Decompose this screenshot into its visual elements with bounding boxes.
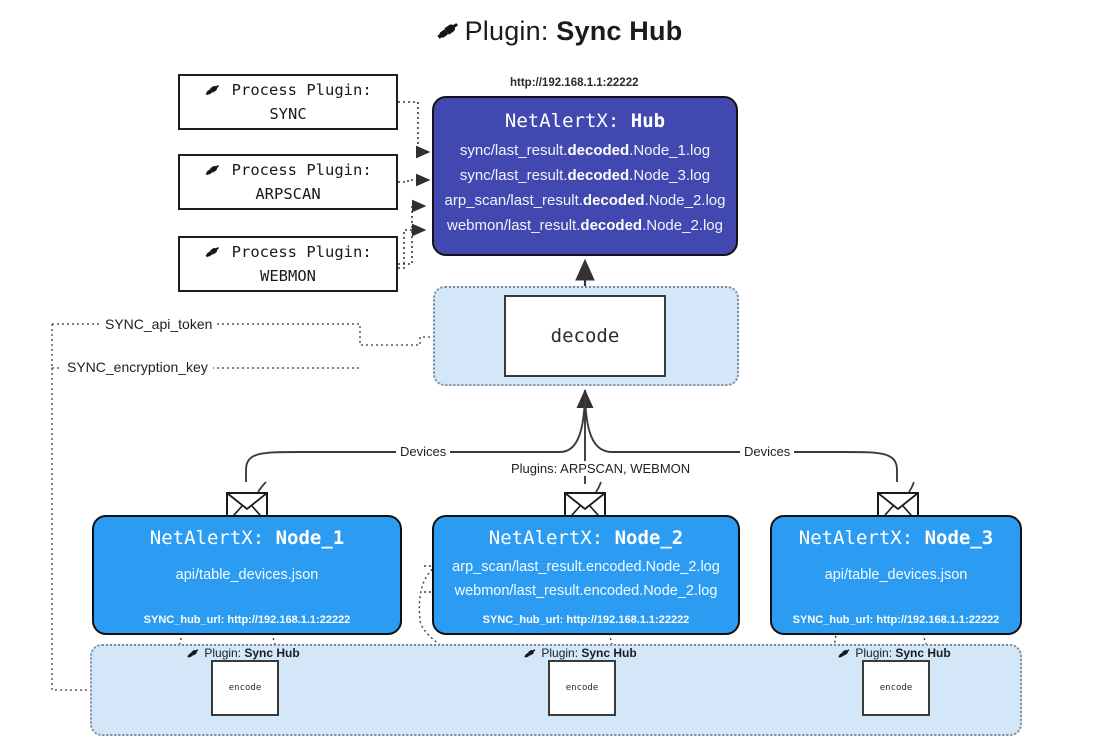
node-box-node-1[interactable]: NetAlertX: Node_1 api/table_devices.json… (92, 515, 402, 635)
node-line: webmon/last_result.encoded.Node_2.log (454, 583, 718, 599)
hub-log-mid: decoded (582, 192, 645, 209)
page-title-name: Sync Hub (556, 16, 683, 46)
process-plugin-label: Process Plugin: (231, 80, 372, 99)
plug-icon (435, 17, 461, 50)
plugin-tag-encode-3: Plugin: Sync Hub (837, 646, 951, 663)
node-title-prefix: NetAlertX: (798, 527, 925, 549)
plugin-tag-encode-1: Plugin: Sync Hub (186, 646, 300, 663)
process-plugin-box-webmon[interactable]: Process Plugin: WEBMON (178, 236, 398, 292)
node-title: NetAlertX: Node_3 (772, 527, 1020, 549)
hub-log-pre: sync/last_result. (459, 167, 568, 184)
plugin-tag-prefix: Plugin: (204, 646, 245, 660)
hub-node[interactable]: NetAlertX: Hub sync/last_result.decoded.… (432, 96, 738, 256)
hub-title-prefix: NetAlertX: (504, 110, 631, 132)
encode-box-node-3[interactable]: encode (862, 660, 930, 716)
node-footer: SYNC_hub_url: http://192.168.1.1:22222 (792, 614, 1000, 626)
hub-log-post: .Node_3.log (629, 167, 711, 184)
plugin-tag-name: Sync Hub (244, 646, 300, 660)
process-plugin-box-arpscan[interactable]: Process Plugin: ARPSCAN (178, 154, 398, 210)
page-title-prefix: Plugin: (464, 16, 557, 46)
hub-log-pre: arp_scan/last_result. (444, 192, 583, 209)
hub-log-row: sync/last_result.decoded.Node_1.log (434, 138, 736, 163)
plugin-tag-prefix: Plugin: (855, 646, 896, 660)
node-title: NetAlertX: Node_1 (94, 527, 400, 549)
node-line: api/table_devices.json (175, 567, 319, 583)
edge-label-devices-right: Devices (740, 444, 795, 459)
node-footer: SYNC_hub_url: http://192.168.1.1:22222 (143, 614, 351, 626)
hub-log-mid: decoded (567, 142, 630, 159)
secret-label-encryption-key: SYNC_encryption_key (62, 359, 213, 375)
decode-box[interactable]: decode (504, 295, 666, 377)
hub-log-row: arp_scan/last_result.decoded.Node_2.log (434, 188, 736, 213)
hub-log-row: webmon/last_result.decoded.Node_2.log (434, 213, 736, 238)
hub-log-pre: sync/last_result. (459, 142, 568, 159)
node-line: arp_scan/last_result.encoded.Node_2.log (452, 559, 720, 575)
node-title: NetAlertX: Node_2 (434, 527, 738, 549)
hub-log-mid: decoded (580, 217, 643, 234)
process-plugin-line1: Process Plugin: (204, 242, 372, 266)
process-plugin-label: Process Plugin: (231, 160, 372, 179)
node-title-name: Node_2 (614, 527, 684, 549)
process-plugin-line1: Process Plugin: (204, 160, 372, 184)
hub-log-mid: decoded (567, 167, 630, 184)
plugin-tag-name: Sync Hub (581, 646, 637, 660)
encode-box-node-1[interactable]: encode (211, 660, 279, 716)
process-plugin-name: WEBMON (260, 266, 316, 285)
plug-icon (204, 246, 230, 264)
node-footer: SYNC_hub_url: http://192.168.1.1:22222 (482, 614, 690, 626)
hub-title-name: Hub (630, 110, 666, 132)
edge-label-devices-left: Devices (396, 444, 451, 459)
hub-log-post: .Node_2.log (642, 217, 723, 234)
plug-icon (837, 649, 854, 663)
encode-box-node-2[interactable]: encode (548, 660, 616, 716)
plugin-tag-encode-2: Plugin: Sync Hub (523, 646, 637, 663)
node-title-name: Node_1 (275, 527, 345, 549)
plug-icon (186, 649, 203, 663)
page-title: Plugin: Sync Hub (0, 16, 1117, 50)
node-title-prefix: NetAlertX: (488, 527, 615, 549)
secret-label-api-token: SYNC_api_token (100, 316, 218, 332)
hub-url-label: http://192.168.1.1:22222 (510, 77, 639, 89)
plugin-tag-prefix: Plugin: (541, 646, 582, 660)
node-title-name: Node_3 (924, 527, 994, 549)
node-box-node-2[interactable]: NetAlertX: Node_2 arp_scan/last_result.e… (432, 515, 740, 635)
hub-title: NetAlertX: Hub (434, 110, 736, 132)
plug-icon (204, 164, 230, 182)
edge-label-plugins-center: Plugins: ARPSCAN, WEBMON (507, 461, 695, 476)
process-plugin-name: SYNC (269, 104, 307, 123)
hub-log-pre: webmon/last_result. (447, 217, 581, 234)
process-plugin-box-sync[interactable]: Process Plugin: SYNC (178, 74, 398, 130)
process-plugin-name: ARPSCAN (255, 184, 321, 203)
node-title-prefix: NetAlertX: (149, 527, 276, 549)
hub-log-post: .Node_1.log (629, 142, 711, 159)
hub-log-post: .Node_2.log (644, 192, 726, 209)
hub-log-row: sync/last_result.decoded.Node_3.log (434, 163, 736, 188)
plug-icon (204, 84, 230, 102)
node-box-node-3[interactable]: NetAlertX: Node_3 api/table_devices.json… (770, 515, 1022, 635)
process-plugin-label: Process Plugin: (231, 242, 372, 261)
node-line: api/table_devices.json (824, 567, 968, 583)
plug-icon (523, 649, 540, 663)
process-plugin-line1: Process Plugin: (204, 80, 372, 104)
plugin-tag-name: Sync Hub (895, 646, 951, 660)
